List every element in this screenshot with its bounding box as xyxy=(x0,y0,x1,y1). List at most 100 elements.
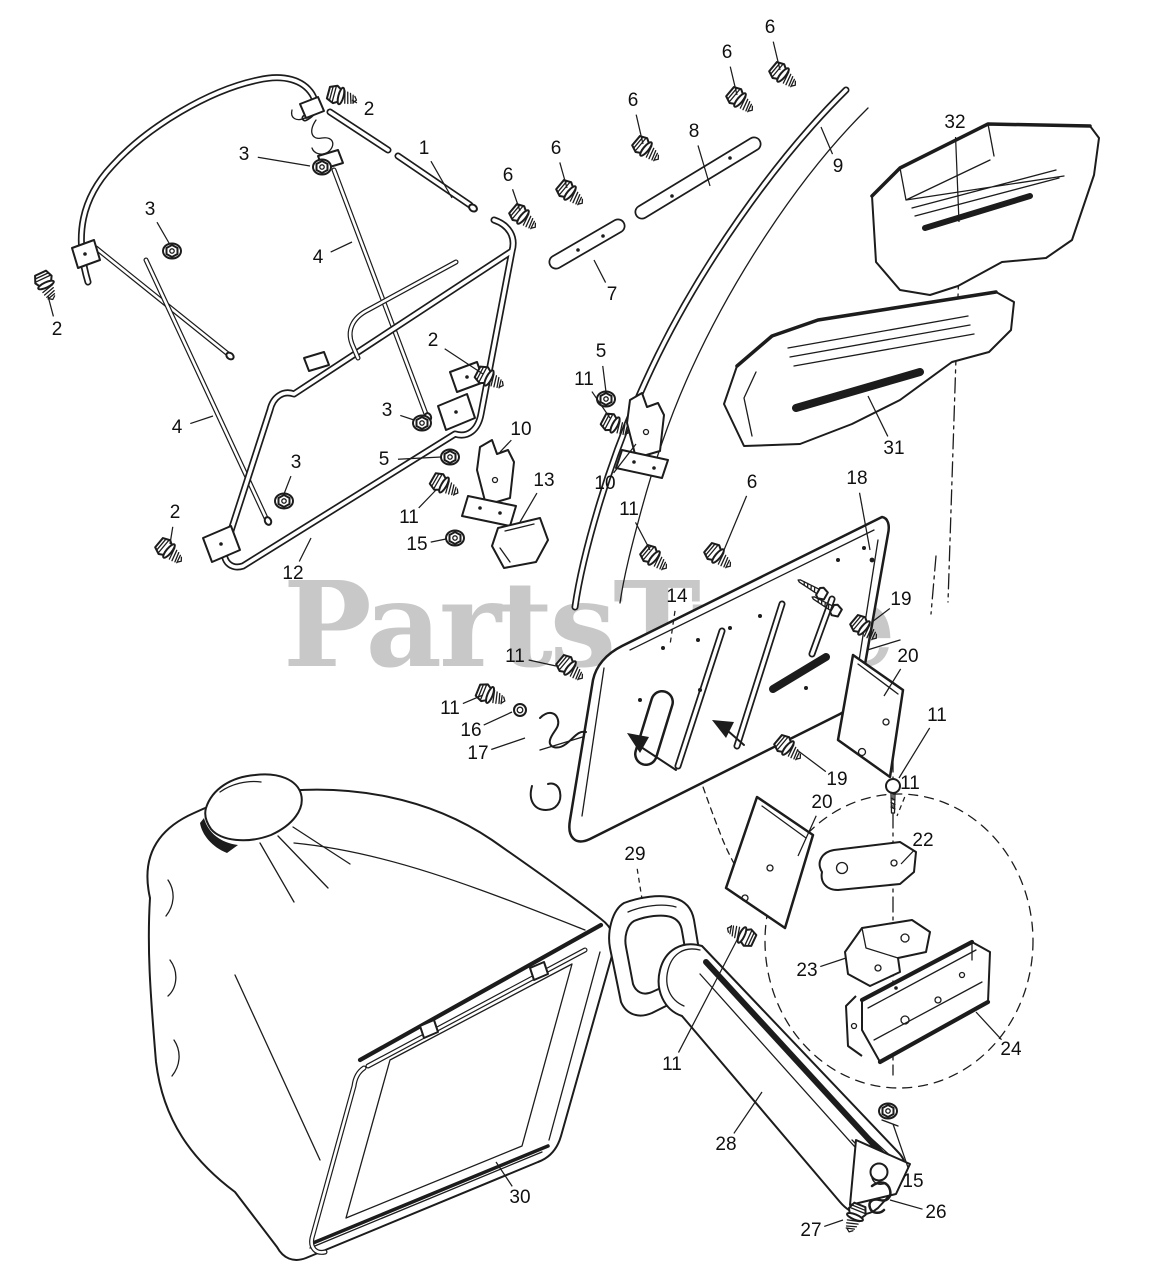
part-callout: 3 xyxy=(144,199,156,220)
part-callout: 9 xyxy=(832,156,844,177)
part-callout: 3 xyxy=(290,452,302,473)
part-callout: 14 xyxy=(666,586,688,607)
part-callout: 24 xyxy=(1000,1039,1022,1060)
part-callout: 20 xyxy=(897,646,919,667)
part-callout: 6 xyxy=(627,90,639,111)
callout-leader xyxy=(495,1161,513,1187)
callout-leader xyxy=(593,259,607,283)
callout-leader xyxy=(156,221,170,244)
part-callout: 2 xyxy=(427,330,439,351)
callout-leader xyxy=(677,937,739,1053)
part-callout: 28 xyxy=(715,1134,737,1155)
part-callout: 29 xyxy=(624,844,646,865)
callout-leader xyxy=(330,241,353,253)
callout-leader xyxy=(883,668,902,697)
part-callout: 4 xyxy=(171,417,183,438)
part-callout: 7 xyxy=(606,284,618,305)
callout-leader xyxy=(871,607,891,623)
part-callout: 6 xyxy=(502,165,514,186)
rear-door-plate xyxy=(568,515,890,843)
callout-leader xyxy=(824,1219,844,1228)
mounting-plates xyxy=(724,653,991,1065)
callout-leader xyxy=(444,348,484,375)
callout-leader xyxy=(400,414,415,421)
part-callout: 15 xyxy=(902,1171,924,1192)
part-callout: 17 xyxy=(467,743,489,764)
catcher-frame-assembly xyxy=(71,78,513,567)
callout-leader xyxy=(483,711,513,726)
callout-leader xyxy=(511,189,521,212)
part-callout: 6 xyxy=(764,17,776,38)
part-callout: 11 xyxy=(399,507,419,528)
part-callout: 11 xyxy=(505,646,525,667)
callout-leader xyxy=(528,659,557,667)
callout-leader xyxy=(820,126,834,155)
part-callout: 11 xyxy=(440,698,460,719)
callout-leader xyxy=(733,1091,763,1134)
part-callout: 19 xyxy=(890,589,912,610)
part-callout: 11 xyxy=(662,1054,682,1075)
part-callout: 6 xyxy=(746,472,758,493)
part-callout: 13 xyxy=(533,470,555,491)
callout-leader xyxy=(47,295,55,317)
callout-leader xyxy=(635,114,644,145)
part-callout: 18 xyxy=(846,468,868,489)
callout-leader xyxy=(430,160,453,199)
callout-leader xyxy=(190,415,214,425)
callout-leader xyxy=(867,395,889,437)
part-callout: 10 xyxy=(594,473,616,494)
callout-leader xyxy=(257,156,311,167)
callout-leader xyxy=(729,66,738,96)
callout-leader xyxy=(900,850,914,865)
part-callout: 12 xyxy=(282,563,304,584)
callout-leader xyxy=(591,391,611,419)
part-callout: 20 xyxy=(811,792,833,813)
part-callout: 6 xyxy=(721,42,733,63)
part-callout: 2 xyxy=(51,319,63,340)
part-callout: 11 xyxy=(574,369,594,390)
callout-leader xyxy=(898,727,931,779)
callout-leader xyxy=(858,492,871,551)
callout-leader xyxy=(462,694,484,705)
part-callout: 10 xyxy=(510,419,532,440)
callout-leader xyxy=(723,495,748,551)
part-callout: 22 xyxy=(912,830,934,851)
cover-32 xyxy=(870,122,1100,296)
part-callout: 3 xyxy=(238,144,250,165)
leader-lines xyxy=(47,41,1002,1228)
part-callout: 16 xyxy=(460,720,482,741)
callout-leader xyxy=(491,737,526,751)
part-callout: 11 xyxy=(927,705,947,726)
callout-leader xyxy=(796,749,827,773)
part-callout: 23 xyxy=(796,960,818,981)
callout-leader xyxy=(298,537,312,562)
callout-leader xyxy=(397,456,442,460)
part-callout: 15 xyxy=(406,534,428,555)
callout-leader xyxy=(772,41,781,71)
part-callout: 32 xyxy=(944,112,966,133)
callout-leader xyxy=(283,475,292,495)
callout-leader xyxy=(602,365,607,393)
part-callout: 11 xyxy=(619,499,639,520)
part-callout: 19 xyxy=(826,769,848,790)
part-callout: 1 xyxy=(418,138,430,159)
callout-leader xyxy=(559,162,568,189)
part-callout: 6 xyxy=(550,138,562,159)
callout-leader xyxy=(169,526,174,545)
callout-leader xyxy=(954,136,960,223)
callout-leader xyxy=(889,1199,923,1210)
callout-leader xyxy=(613,443,637,474)
part-callout: 30 xyxy=(509,1187,531,1208)
part-callout: 27 xyxy=(800,1220,822,1241)
part-callout: 4 xyxy=(312,247,324,268)
callout-leader xyxy=(797,815,817,857)
strips-7-8 xyxy=(556,144,754,262)
cover-31 xyxy=(723,290,1015,447)
callout-leader xyxy=(499,439,512,453)
callout-leader xyxy=(519,492,538,523)
callout-leader xyxy=(896,796,906,817)
part-callout: 2 xyxy=(363,99,375,120)
